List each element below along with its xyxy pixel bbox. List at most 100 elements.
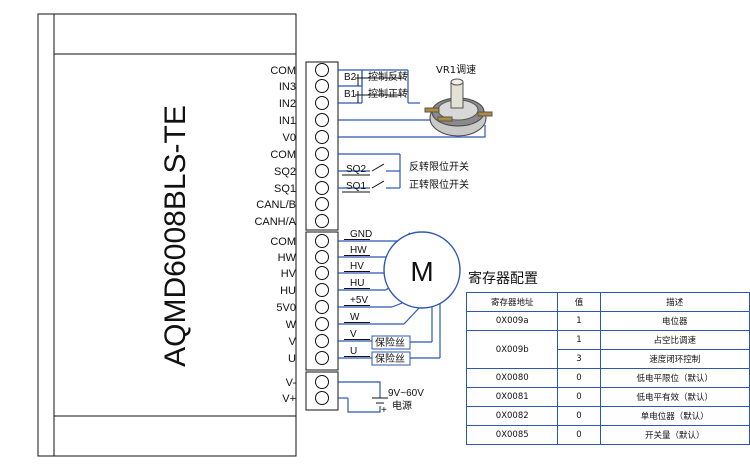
pin-label: V+ bbox=[282, 393, 296, 405]
register-value: 0 bbox=[557, 368, 601, 388]
terminal-screw bbox=[315, 181, 329, 195]
pin-label: U bbox=[288, 353, 296, 365]
potentiometer bbox=[424, 78, 493, 137]
controller-body bbox=[37, 13, 297, 457]
terminal-screw bbox=[315, 266, 329, 280]
register-value: 1 bbox=[557, 311, 601, 331]
register-value: 0 bbox=[557, 425, 601, 445]
register-address: 0X0080 bbox=[465, 368, 559, 388]
pin-label: CANH/A bbox=[254, 216, 296, 228]
terminal-screw bbox=[315, 317, 329, 331]
model-label: AQMD6008BLS-TE bbox=[159, 105, 192, 367]
register-value: 3 bbox=[557, 349, 601, 369]
register-title: 寄存器配置 bbox=[468, 271, 538, 287]
pin-label: HV bbox=[281, 268, 297, 280]
terminal-screw bbox=[315, 391, 329, 405]
terminal-screw bbox=[315, 113, 329, 127]
register-table: 寄存器地址 值 描述 0X009a 1 电位器 0X009b 1 占空比调速 3… bbox=[465, 292, 750, 445]
table-row: 0X0082 0 单电位器（默认） bbox=[465, 406, 750, 426]
terminal-screw bbox=[315, 375, 329, 389]
register-address: 0X009b bbox=[465, 330, 559, 369]
table-row: 0X009b 1 占空比调速 bbox=[465, 330, 750, 369]
sq1-wire-label: SQ1 bbox=[346, 181, 366, 192]
register-value: 0 bbox=[557, 387, 601, 407]
terminal-screw bbox=[315, 96, 329, 110]
b1-label: B1 bbox=[344, 89, 357, 100]
header-address: 寄存器地址 bbox=[465, 292, 559, 312]
register-description: 低电平限位（默认） bbox=[599, 368, 750, 388]
motor bbox=[383, 231, 461, 309]
pin-label: V bbox=[289, 336, 297, 348]
sq1-description: 正转限位开关 bbox=[409, 178, 469, 191]
terminal-screw bbox=[315, 79, 329, 93]
table-row: 0X0085 0 开关量（默认） bbox=[465, 425, 750, 445]
register-address: 0X0085 bbox=[465, 425, 559, 445]
power-plus: + bbox=[381, 405, 387, 416]
register-header-row: 寄存器地址 值 描述 bbox=[465, 292, 750, 312]
terminal-pins: COMIN3IN2IN1V0COMSQ2SQ1CANL/BCANH/ACOMHW… bbox=[254, 63, 329, 405]
register-description: 低电平有效（默认） bbox=[599, 387, 750, 407]
motor-wire-label: U bbox=[350, 346, 357, 357]
table-row: 0X0080 0 低电平限位（默认） bbox=[465, 368, 750, 388]
pin-label: W bbox=[286, 319, 297, 331]
pin-label: HU bbox=[280, 285, 296, 297]
pin-label: IN2 bbox=[279, 98, 296, 110]
fuse-label-u: 保险丝 bbox=[375, 352, 405, 365]
pin-label: SQ2 bbox=[274, 166, 296, 178]
pin-label: CANL/B bbox=[256, 199, 296, 211]
pin-label: COM bbox=[270, 149, 296, 161]
sq2-wire-label: SQ2 bbox=[346, 164, 366, 175]
terminal-screw bbox=[315, 334, 329, 348]
terminal-screw bbox=[315, 130, 329, 144]
motor-wire-label: HV bbox=[350, 261, 364, 272]
terminal-screw bbox=[315, 147, 329, 161]
header-value: 值 bbox=[557, 292, 601, 312]
terminal-screw bbox=[315, 63, 329, 77]
motor-wire-label: W bbox=[350, 312, 360, 323]
pin-label: SQ1 bbox=[274, 183, 296, 195]
register-address: 0X0082 bbox=[465, 406, 559, 426]
terminal-screw bbox=[315, 197, 329, 211]
terminal-screw bbox=[315, 250, 329, 264]
pin-label: V0 bbox=[283, 132, 296, 144]
motor-wire-label: +5V bbox=[350, 295, 368, 306]
fuses bbox=[371, 335, 411, 366]
reverse-control-label: 控制反转 bbox=[368, 70, 408, 83]
register-address: 0X009a bbox=[465, 311, 559, 331]
header-description: 描述 bbox=[599, 292, 750, 312]
pin-label: IN3 bbox=[279, 81, 296, 93]
register-description: 速度闭环控制 bbox=[599, 349, 750, 369]
terminal-screw bbox=[315, 234, 329, 248]
pin-label: HW bbox=[278, 252, 297, 264]
power-wiring bbox=[338, 381, 388, 413]
table-row: 0X009a 1 电位器 bbox=[465, 311, 750, 331]
terminal-screw bbox=[315, 214, 329, 228]
register-description: 占空比调速 bbox=[599, 330, 750, 350]
b2-label: B2 bbox=[344, 72, 357, 83]
pin-label: V- bbox=[286, 377, 297, 389]
motor-wire-label: HW bbox=[350, 245, 367, 256]
forward-control-label: 控制正转 bbox=[368, 87, 408, 100]
terminal-screw bbox=[315, 283, 329, 297]
register-value: 0 bbox=[557, 406, 601, 426]
motor-symbol: M bbox=[410, 256, 433, 287]
power-voltage: 9V~60V bbox=[388, 388, 424, 399]
power-label: 电源 bbox=[392, 399, 412, 412]
register-address: 0X0081 bbox=[465, 387, 559, 407]
terminal-screw bbox=[315, 351, 329, 365]
pin-label: IN1 bbox=[279, 115, 296, 127]
pin-label: COM bbox=[270, 236, 296, 248]
control-wiring bbox=[338, 69, 486, 138]
motor-wire-label: HU bbox=[350, 278, 364, 289]
register-description: 电位器 bbox=[599, 311, 750, 331]
fuse-label-v: 保险丝 bbox=[375, 336, 405, 349]
motor-connector bbox=[403, 306, 421, 325]
table-row: 0X0081 0 低电平有效（默认） bbox=[465, 387, 750, 407]
motor-wire-label: V bbox=[350, 329, 357, 340]
register-description: 开关量（默认） bbox=[599, 425, 750, 445]
register-description: 单电位器（默认） bbox=[599, 406, 750, 426]
register-value: 1 bbox=[557, 330, 601, 350]
pot-label: VR1调速 bbox=[436, 64, 476, 76]
pin-label: COM bbox=[270, 65, 296, 77]
